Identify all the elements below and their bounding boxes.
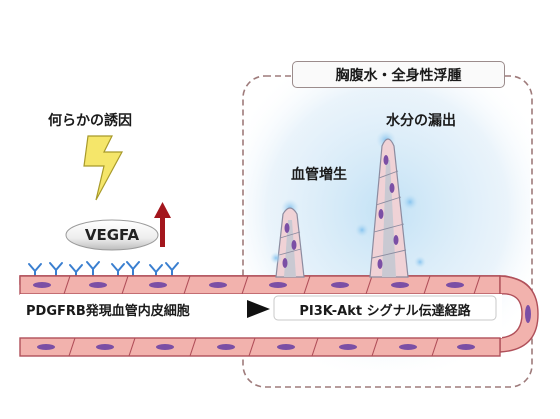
- vegfa-badge: [65, 219, 159, 251]
- endothelial-cell-label: PDGFRB発現血管内皮細胞: [26, 304, 190, 319]
- lightning-bolt-icon: [83, 135, 124, 201]
- endothelial-label-backdrop: [24, 298, 238, 318]
- pathway-label-box: [273, 295, 497, 321]
- vessel-sprout-tall: [355, 130, 426, 278]
- vessel-end-nucleus: [525, 305, 531, 323]
- leakage-label: 水分の漏出: [386, 113, 456, 129]
- vessel-sprout-small: [270, 199, 305, 278]
- pathway-label: PI3K-Akt シグナル伝達経路: [299, 304, 471, 319]
- vessel-top-wall: [19, 275, 533, 295]
- vegfa-label: VEGFA: [84, 226, 140, 244]
- up-arrow-icon: [154, 202, 171, 247]
- edema-title-box: 胸腹水・全身性浮腫: [292, 61, 505, 88]
- right-triangle-arrow-icon: [247, 300, 270, 318]
- vessel-bottom-wall: [19, 337, 501, 357]
- angiogenesis-label: 血管増生: [291, 167, 347, 183]
- trigger-label: 何らかの誘因: [48, 113, 132, 129]
